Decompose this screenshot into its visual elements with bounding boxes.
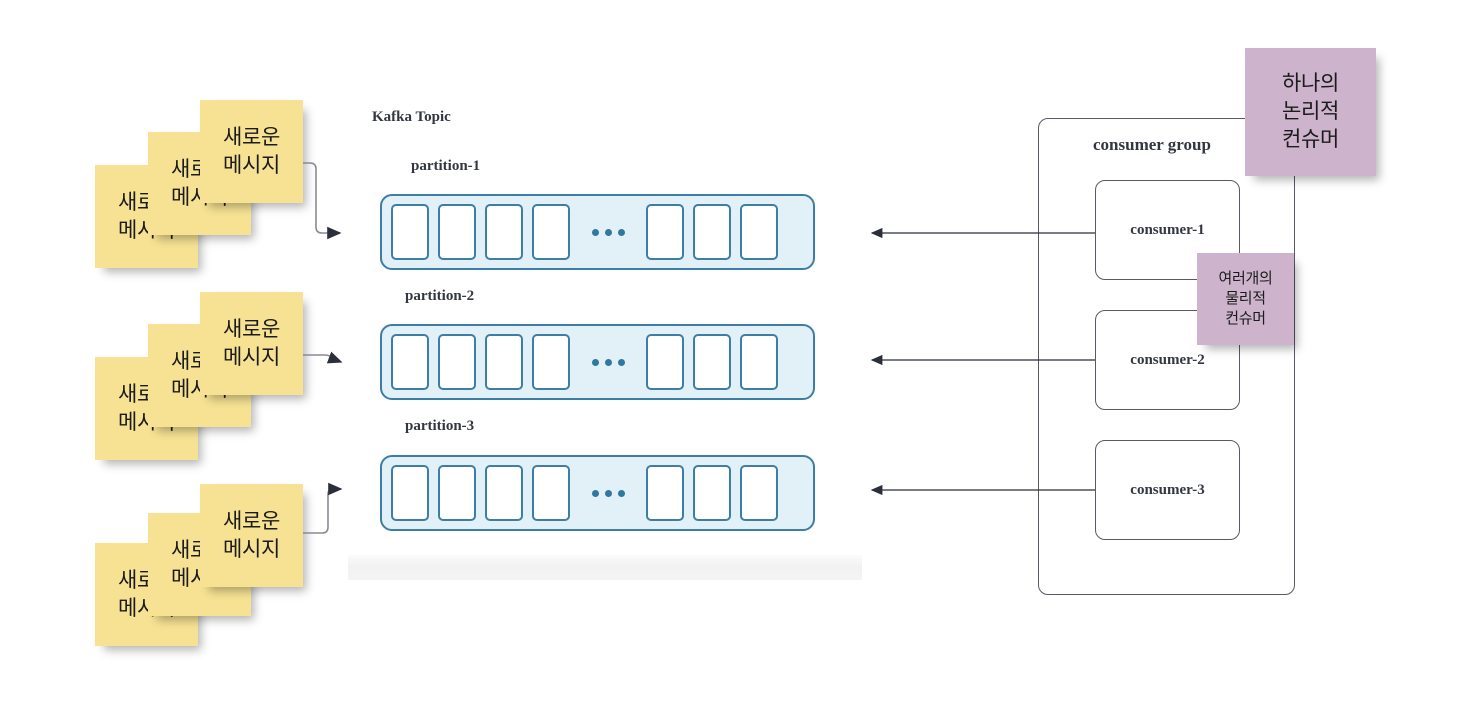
ellipsis-icon: [579, 358, 637, 366]
ellipsis-icon: [579, 489, 637, 497]
annotation-logical-consumer[interactable]: 하나의 논리적 컨슈머: [1245, 48, 1376, 176]
message-cell: [391, 334, 429, 390]
page-title: Kafka Topic: [372, 109, 451, 125]
consumer-group-container[interactable]: [1038, 118, 1295, 595]
sticky-note-text: 새로운 메시지: [222, 316, 281, 369]
partition-2-label: partition-2: [405, 288, 475, 304]
partition-2[interactable]: [380, 324, 815, 400]
message-cell: [438, 204, 476, 260]
message-cell: [740, 204, 778, 260]
message-cell: [740, 465, 778, 521]
consumer-2-label: consumer-2: [1130, 351, 1205, 368]
message-cell: [693, 204, 731, 260]
consumer-1-box[interactable]: consumer-1: [1095, 180, 1240, 280]
message-cell: [646, 334, 684, 390]
annotation-text: 하나의 논리적 컨슈머: [1281, 71, 1340, 151]
partition-3-label: partition-3: [405, 418, 475, 434]
message-cell: [438, 465, 476, 521]
list-item[interactable]: 새로운 메시지: [200, 484, 303, 587]
message-cell: [438, 334, 476, 390]
ellipsis-icon: [579, 228, 637, 236]
message-cell: [740, 334, 778, 390]
link-producer2-partition2: [303, 351, 343, 364]
consumer-3-box[interactable]: consumer-3: [1095, 440, 1240, 540]
consumer-1-label: consumer-1: [1130, 221, 1205, 238]
link-producer1-partition1: [303, 162, 342, 240]
message-cell: [532, 334, 570, 390]
message-cell: [391, 465, 429, 521]
link-producer3-partition3: [303, 482, 343, 534]
message-cell: [532, 204, 570, 260]
message-cell: [485, 465, 523, 521]
message-cell: [485, 204, 523, 260]
partition-1[interactable]: [380, 194, 815, 270]
consumer-3-label: consumer-3: [1130, 481, 1205, 498]
sticky-note-text: 새로운 메시지: [222, 124, 281, 177]
partition-1-label: partition-1: [411, 158, 481, 174]
consumer-2-box[interactable]: consumer-2: [1095, 310, 1240, 410]
message-cell: [646, 465, 684, 521]
list-item[interactable]: 새로운 메시지: [200, 292, 303, 395]
partition-3[interactable]: [380, 455, 815, 531]
list-item[interactable]: 새로운 메시지: [200, 100, 303, 203]
message-cell: [646, 204, 684, 260]
message-cell: [532, 465, 570, 521]
message-cell: [485, 334, 523, 390]
divider-bar: [348, 555, 862, 580]
message-cell: [391, 204, 429, 260]
message-cell: [693, 465, 731, 521]
annotation-physical-consumer[interactable]: 여러개의 물리적 컨슈머: [1197, 253, 1294, 345]
annotation-text: 여러개의 물리적 컨슈머: [1218, 270, 1273, 328]
consumer-group-label: consumer group: [1093, 135, 1211, 154]
sticky-note-text: 새로운 메시지: [222, 508, 281, 561]
message-cell: [693, 334, 731, 390]
